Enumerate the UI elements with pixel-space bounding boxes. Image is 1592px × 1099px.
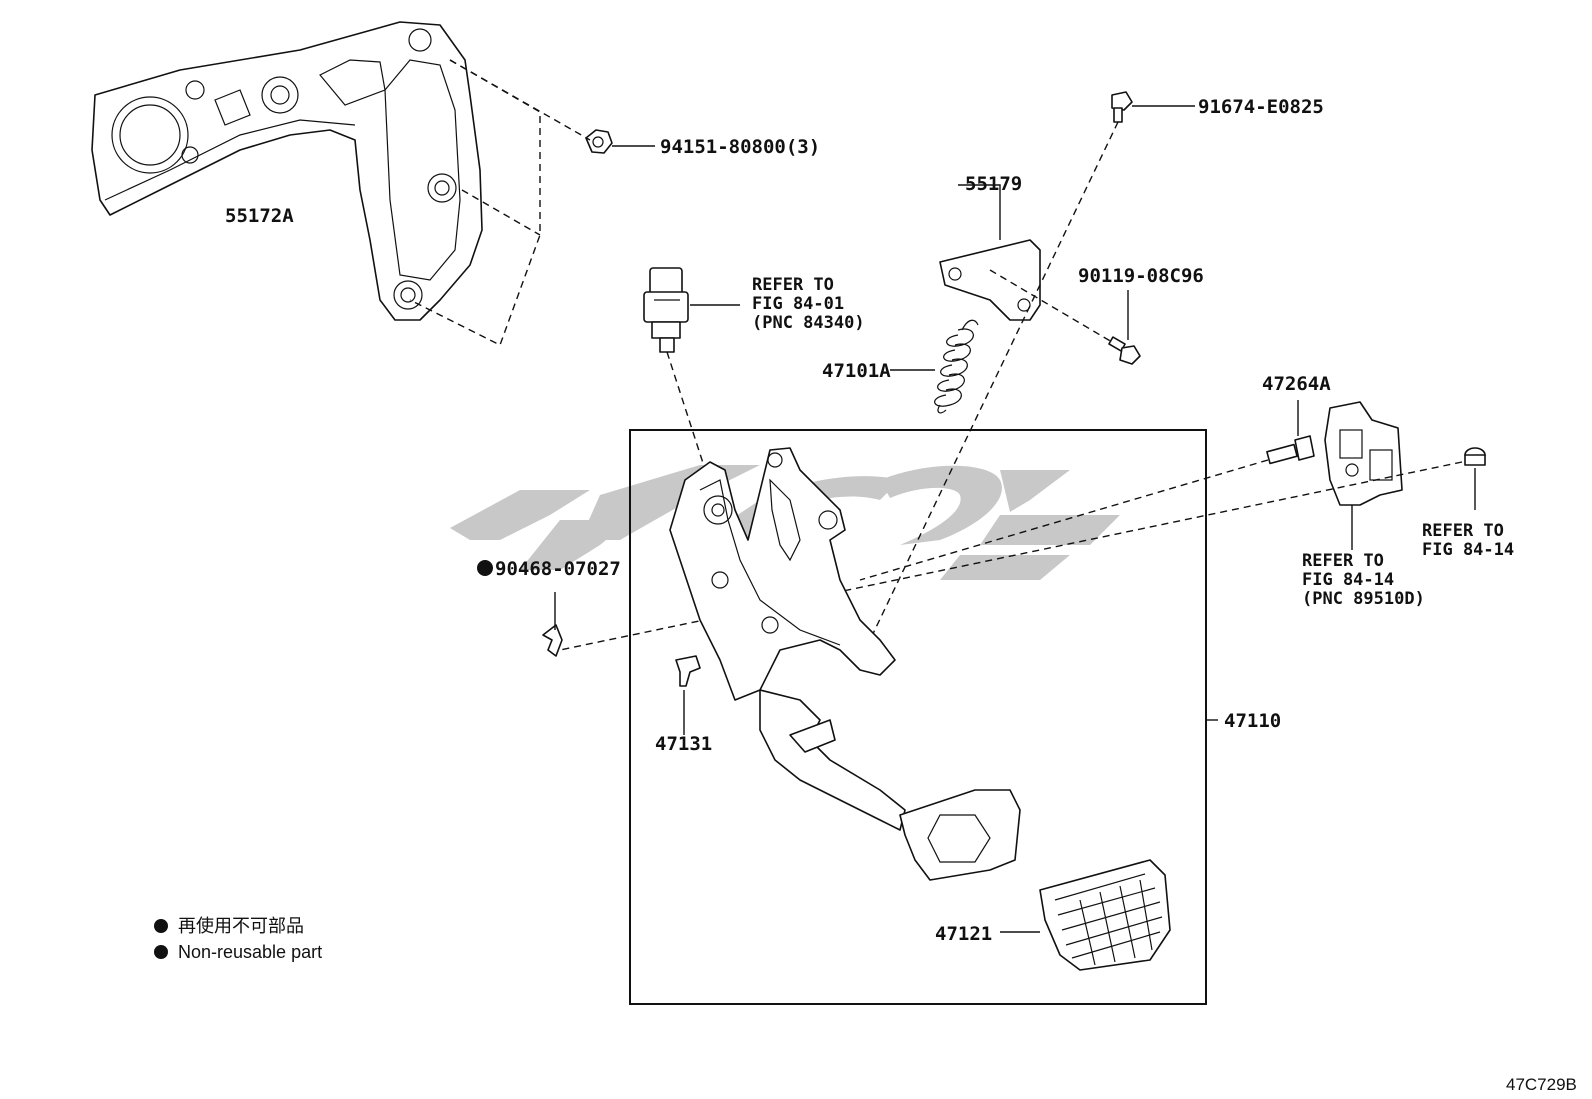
bracket-55172A-drawing bbox=[91, 21, 483, 321]
label-47101A: 47101A bbox=[822, 360, 891, 382]
label-47264A: 47264A bbox=[1262, 373, 1331, 395]
label-91674-E0825: 91674-E0825 bbox=[1198, 96, 1324, 118]
cap-drawing bbox=[1464, 447, 1486, 466]
bolt-90119-drawing bbox=[1108, 336, 1141, 365]
ref-note-switch: REFER TO FIG 84-01 (PNC 84340) bbox=[752, 275, 865, 333]
label-47131: 47131 bbox=[655, 733, 712, 755]
pin-47264A-drawing bbox=[1266, 435, 1315, 465]
pedal-pad-47121-drawing bbox=[1039, 859, 1171, 971]
label-90468-07027: 90468-07027 bbox=[495, 558, 621, 580]
diagram-code: 47C729B bbox=[1506, 1075, 1577, 1094]
ref-switch-line-3: (PNC 84340) bbox=[752, 313, 865, 333]
legend-jp: 再使用不可部品 bbox=[178, 916, 304, 936]
ref-cap-line-1: REFER TO bbox=[1422, 521, 1504, 541]
bolt-91674-drawing bbox=[1111, 91, 1133, 123]
label-94151-80800: 94151-80800(3) bbox=[660, 136, 820, 158]
sensor-bracket-drawing bbox=[1324, 401, 1403, 506]
legend: 再使用不可部品 Non-reusable part bbox=[154, 916, 322, 962]
pedal-arm-drawing bbox=[759, 689, 1021, 881]
ref-note-cap: REFER TO FIG 84-14 bbox=[1422, 521, 1514, 560]
label-55172A: 55172A bbox=[225, 205, 294, 227]
ref-switch-line-1: REFER TO bbox=[752, 275, 834, 295]
spring-47101A-drawing bbox=[934, 319, 979, 414]
ref-sensor-line-1: REFER TO bbox=[1302, 551, 1384, 571]
stop-switch-drawing bbox=[643, 267, 689, 353]
stopper-47131-drawing bbox=[675, 655, 701, 687]
legend-en: Non-reusable part bbox=[178, 942, 322, 962]
plate-55179-drawing bbox=[939, 239, 1041, 321]
label-55179: 55179 bbox=[965, 173, 1022, 195]
label-90119-08C96: 90119-08C96 bbox=[1078, 265, 1204, 287]
legend-bullet-en bbox=[154, 945, 168, 959]
assembly-47110-box bbox=[629, 429, 1207, 1005]
ref-note-sensor: REFER TO FIG 84-14 (PNC 89510D) bbox=[1302, 551, 1425, 609]
clip-90468-drawing bbox=[542, 624, 563, 657]
legend-bullet-jp bbox=[154, 919, 168, 933]
ref-cap-line-2: FIG 84-14 bbox=[1422, 540, 1514, 560]
label-47110: 47110 bbox=[1224, 710, 1281, 732]
label-47121: 47121 bbox=[935, 923, 992, 945]
non-reusable-marker bbox=[477, 560, 493, 576]
pedal-bracket-drawing bbox=[669, 447, 896, 701]
nut-94151-drawing bbox=[585, 129, 613, 154]
ref-switch-line-2: FIG 84-01 bbox=[752, 294, 844, 314]
ref-sensor-line-3: (PNC 89510D) bbox=[1302, 589, 1425, 609]
ref-sensor-line-2: FIG 84-14 bbox=[1302, 570, 1394, 590]
